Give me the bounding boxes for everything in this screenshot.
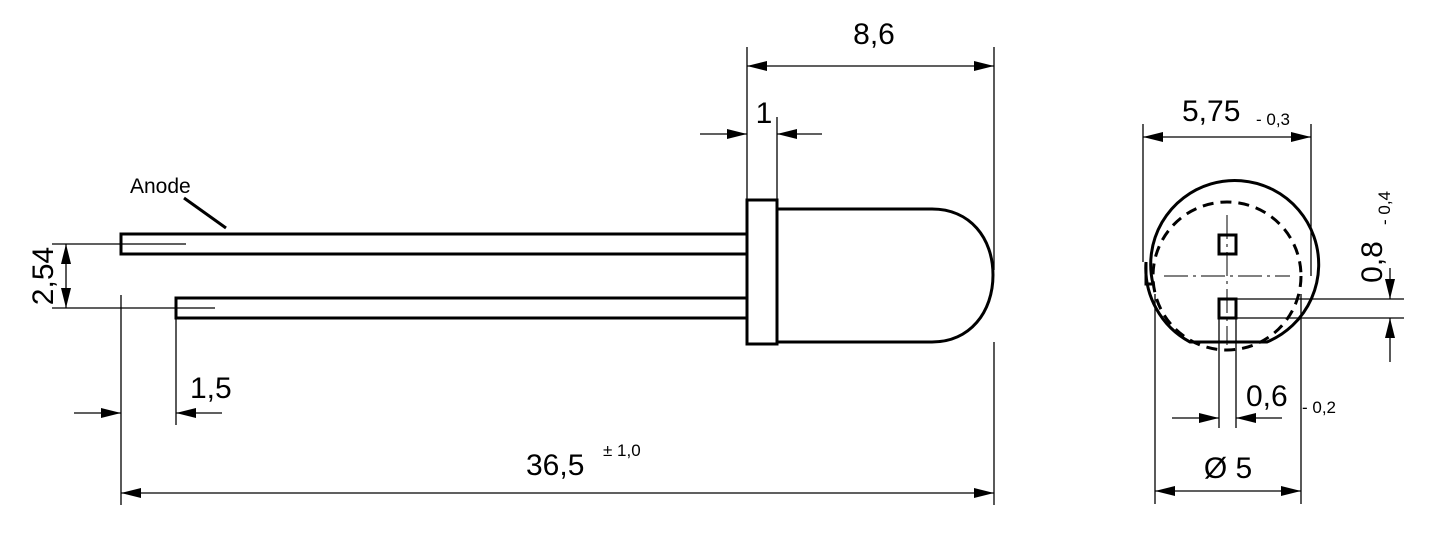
flange-diameter-dimension: 5,75 - 0,3 [1142, 95, 1312, 276]
lead-offset-value: 1,5 [190, 372, 232, 405]
lead-offset-dimension: 1,5 [74, 295, 232, 505]
lead-thickness-dimension: 0,8 - 0,4 [1236, 191, 1404, 362]
flange-diameter-tolerance: - 0,3 [1256, 110, 1290, 129]
anode-lead-section [1217, 233, 1238, 256]
led-lens-body [777, 207, 995, 344]
lead-width-dimension: 0,6 - 0,2 [1172, 318, 1336, 428]
lens-diameter-dimension: Ø 5 [1154, 294, 1302, 504]
flange-width-value: 1 [756, 97, 773, 130]
overall-length-value: 36,5 [526, 449, 584, 482]
overall-length-tolerance: ± 1,0 [603, 441, 641, 460]
lens-outline [1151, 200, 1303, 352]
lead-thickness-value: 0,8 [1356, 241, 1389, 283]
lead-width-value: 0,6 [1246, 380, 1288, 413]
lead-spacing-value: 2,54 [27, 247, 60, 305]
cathode-lead-section [1217, 297, 1238, 320]
led-flange [745, 198, 779, 346]
flange-notch [1144, 262, 1153, 286]
lens-diameter-value: Ø 5 [1204, 452, 1252, 485]
anode-leader-line [183, 196, 227, 230]
anode-lead [119, 232, 749, 256]
body-length-dimension: 8,6 [746, 18, 995, 270]
flange-diameter-value: 5,75 [1182, 95, 1240, 128]
overall-length-dimension: 36,5 ± 1,0 [121, 342, 995, 505]
side-view: Anode 8,6 1 2,54 [27, 18, 995, 505]
front-view: 5,75 - 0,3 0,8 - 0,4 0,6 - 0,2 [1142, 95, 1404, 504]
flange-outline [1144, 178, 1321, 344]
body-length-value: 8,6 [853, 18, 895, 51]
cathode-lead [174, 296, 749, 320]
lead-width-tolerance: - 0,2 [1302, 398, 1336, 417]
lead-thickness-tolerance: - 0,4 [1375, 191, 1394, 225]
flange-width-dimension: 1 [700, 97, 822, 200]
lead-spacing-dimension: 2,54 [27, 243, 176, 309]
anode-label: Anode [130, 175, 191, 198]
